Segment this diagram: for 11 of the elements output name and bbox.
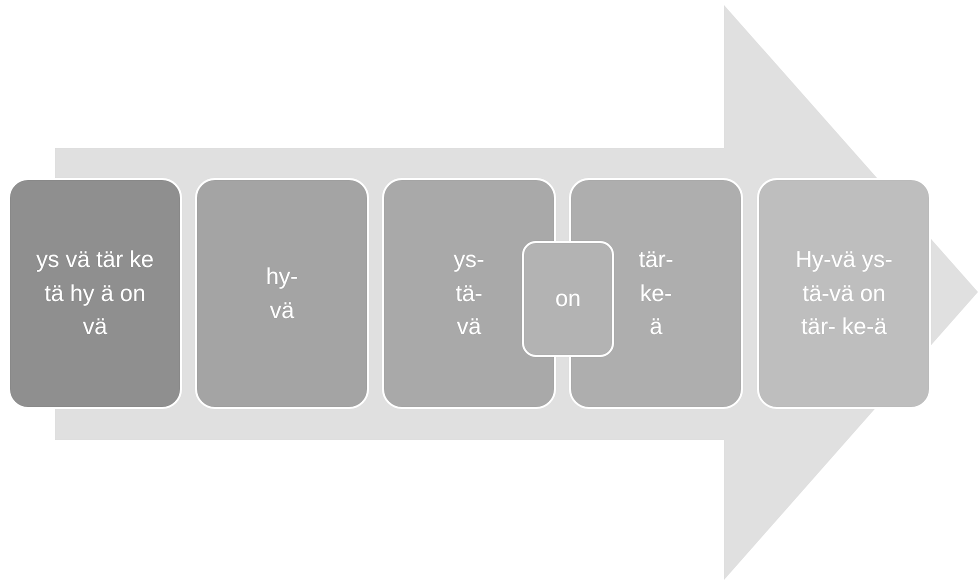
- process-box: [757, 178, 931, 409]
- process-box: [8, 178, 182, 409]
- box-label: on: [554, 284, 582, 314]
- box-label: Hy-vä ys-tä-vä on tär- ke-ä: [794, 245, 894, 342]
- box-label: tär- ke- ä: [638, 245, 674, 342]
- box-label: ys vä tär ke tä hy ä on vä: [35, 245, 155, 342]
- box-label: ys- tä- vä: [452, 245, 486, 342]
- box-label: hy- vä: [265, 262, 299, 324]
- process-box: [522, 241, 614, 357]
- process-box: [195, 178, 369, 409]
- process-box: [382, 178, 556, 409]
